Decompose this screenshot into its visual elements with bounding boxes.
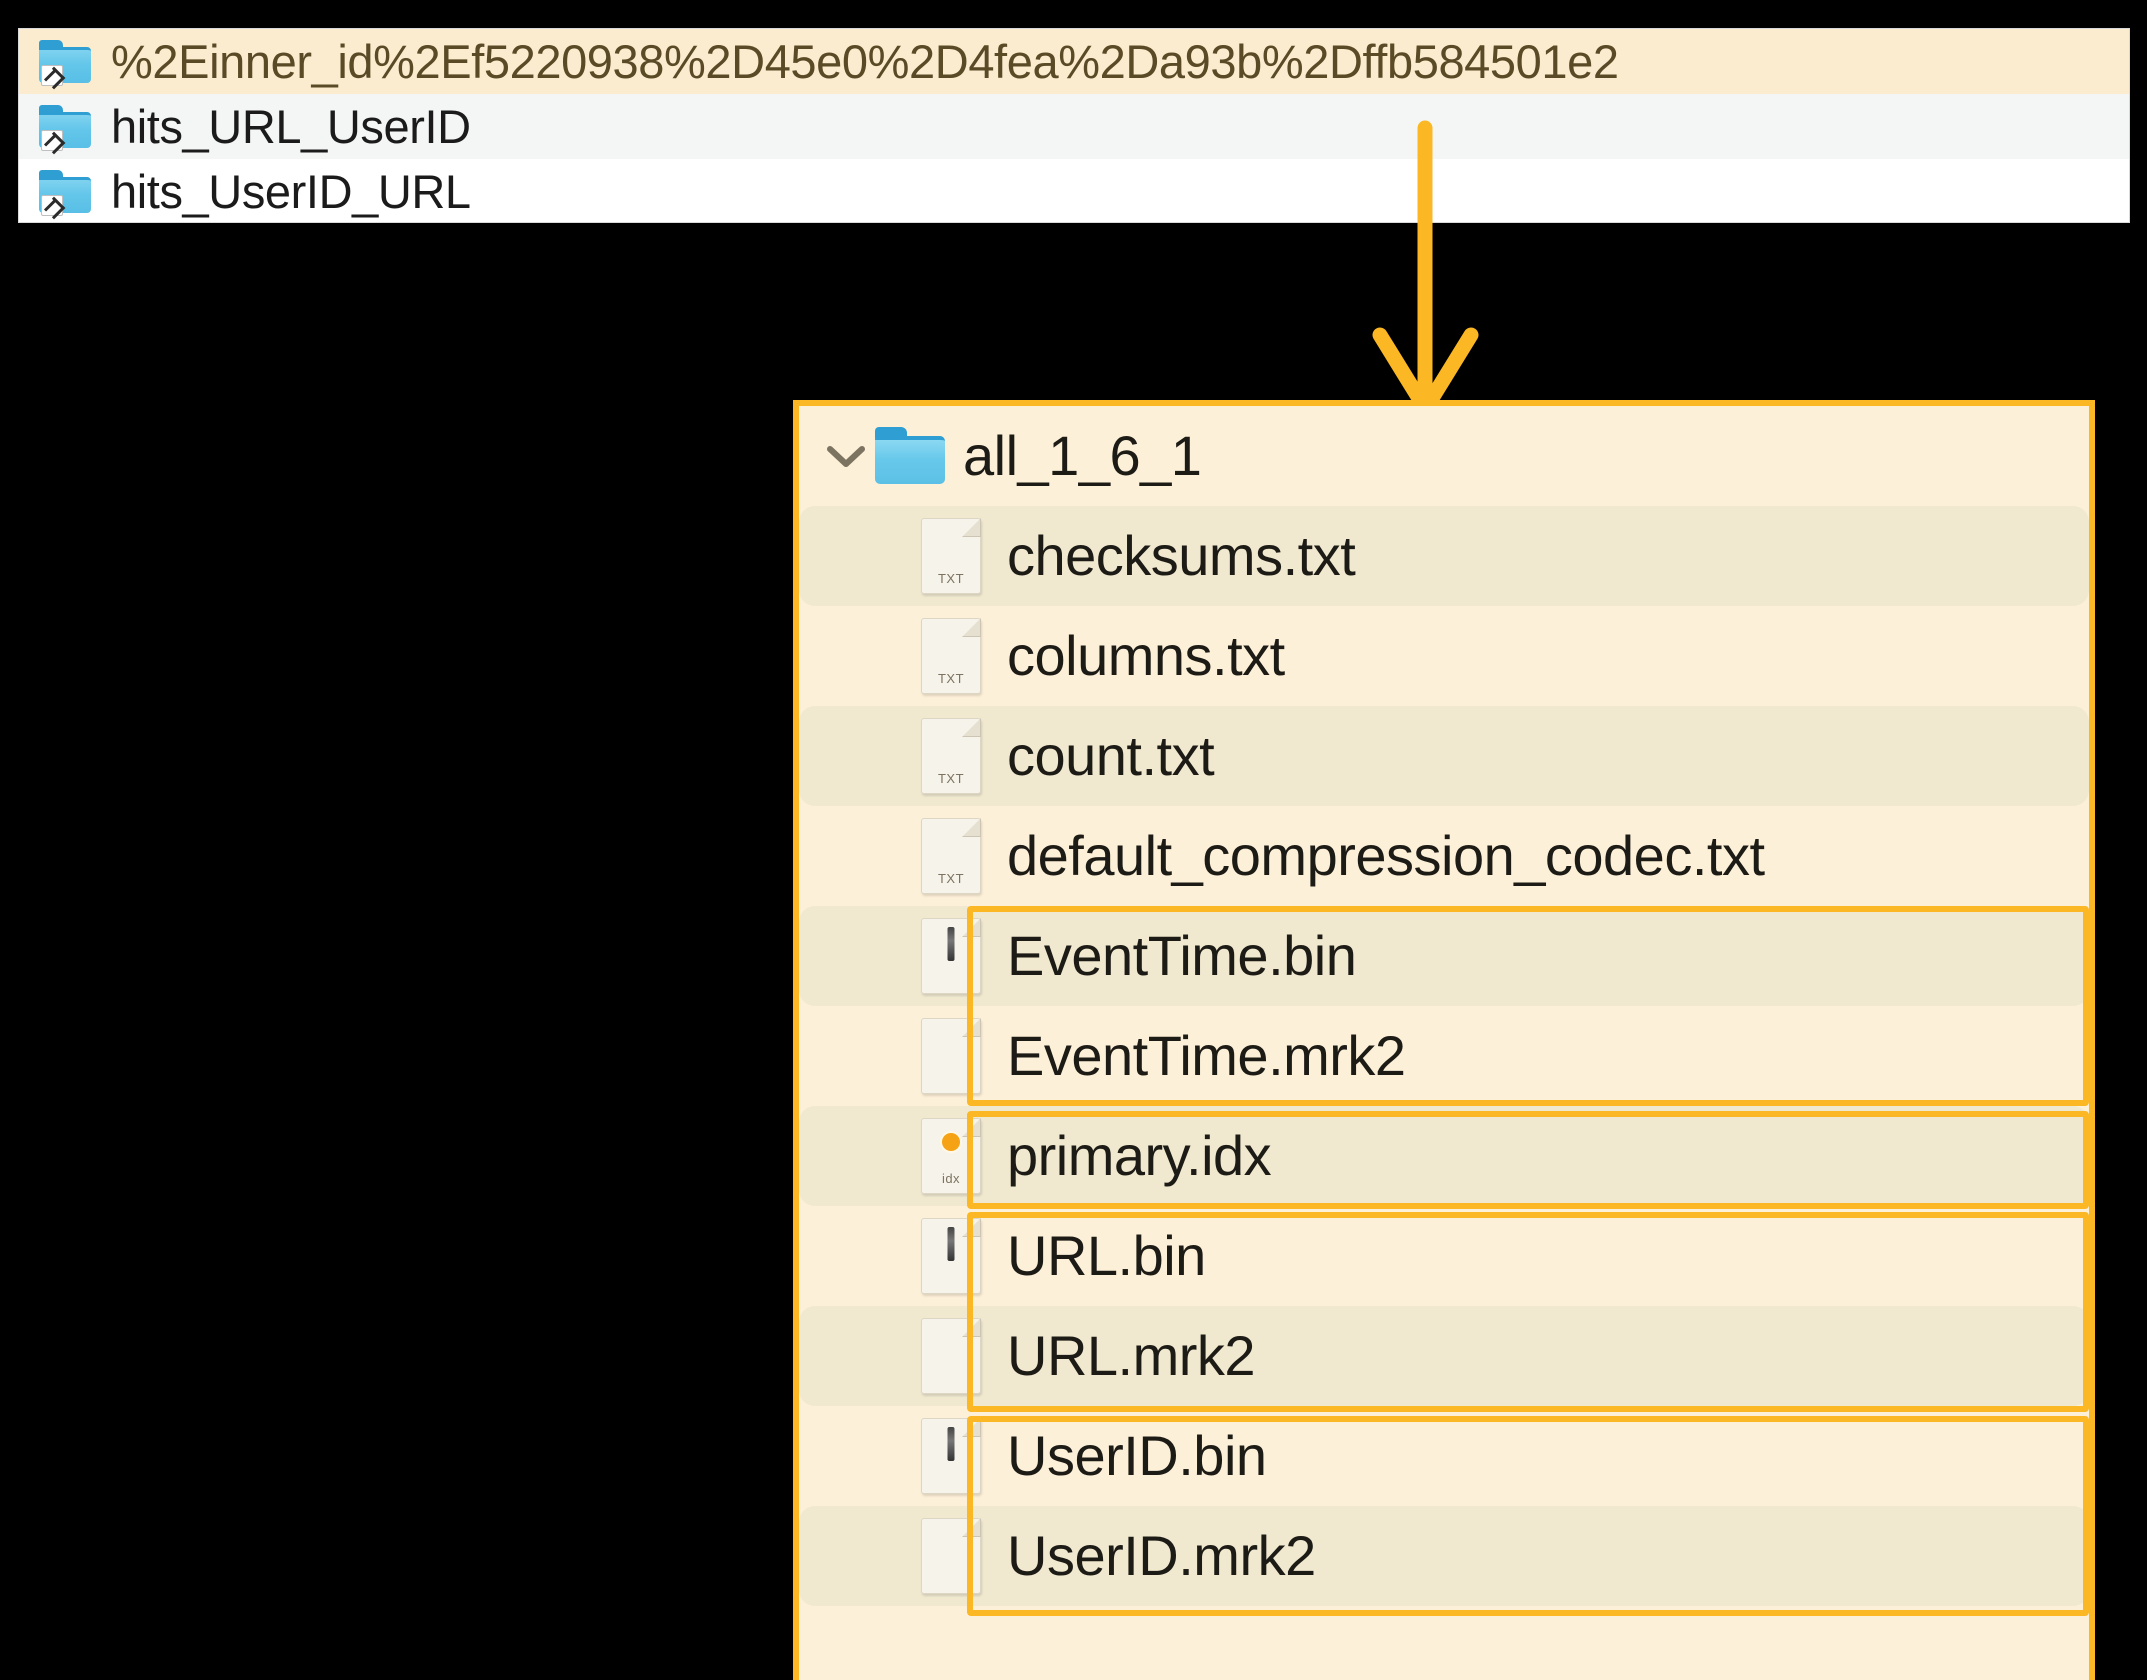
tree-file-row[interactable]: TXT checksums.txt [799,506,2089,606]
bin-file-icon [921,1418,981,1494]
txt-file-icon: TXT [921,618,981,694]
bin-file-icon [921,918,981,994]
tree-file-row[interactable]: idx primary.idx [799,1106,2089,1206]
file-name: default_compression_codec.txt [1007,824,1765,887]
txt-file-icon: TXT [921,718,981,794]
file-name: EventTime.mrk2 [1007,1024,1406,1087]
file-name: checksums.txt [1007,524,1356,587]
folder-shortcut-icon [39,39,93,86]
tree-folder-row[interactable]: all_1_6_1 [799,406,2089,506]
folder-shortcut-icon [39,169,93,216]
bin-file-icon [921,1218,981,1294]
mrk-file-icon [921,1018,981,1094]
txt-file-icon: TXT [921,818,981,894]
file-name: count.txt [1007,724,1215,787]
list-item-label: hits_UserID_URL [111,165,471,218]
tree-file-row[interactable]: UserID.bin [799,1406,2089,1506]
tree-file-row[interactable]: TXT columns.txt [799,606,2089,706]
list-item-label: hits_URL_UserID [111,100,471,153]
tree-file-row[interactable]: URL.mrk2 [799,1306,2089,1406]
idx-file-icon: idx [921,1118,981,1194]
down-arrow-icon [1372,120,1479,416]
tree-file-row[interactable]: EventTime.bin [799,906,2089,1006]
tree-file-row[interactable]: URL.bin [799,1206,2089,1306]
folder-shortcut-icon [39,104,93,151]
part-contents-panel: all_1_6_1 TXT checksums.txt TXT columns.… [793,400,2095,1680]
tree-file-row[interactable]: TXT default_compression_codec.txt [799,806,2089,906]
list-item[interactable]: %2Einner_id%2Ef5220938%2D45e0%2D4fea%2Da… [19,29,2129,94]
file-name: URL.bin [1007,1224,1206,1287]
file-name: primary.idx [1007,1124,1272,1187]
list-item[interactable]: hits_URL_UserID [19,94,2129,159]
tree-file-row[interactable]: TXT count.txt [799,706,2089,806]
tree-file-row[interactable]: UserID.mrk2 [799,1506,2089,1606]
folder-list[interactable]: %2Einner_id%2Ef5220938%2D45e0%2D4fea%2Da… [18,28,2130,223]
folder-icon [875,427,947,485]
mrk-file-icon [921,1318,981,1394]
file-name: UserID.mrk2 [1007,1524,1316,1587]
folder-name: all_1_6_1 [963,424,1202,487]
file-name: UserID.bin [1007,1424,1267,1487]
mrk-file-icon [921,1518,981,1594]
list-item-label: %2Einner_id%2Ef5220938%2D45e0%2D4fea%2Da… [111,35,1619,88]
file-name: URL.mrk2 [1007,1324,1256,1387]
txt-file-icon: TXT [921,518,981,594]
file-name: columns.txt [1007,624,1285,687]
file-name: EventTime.bin [1007,924,1357,987]
list-item[interactable]: hits_UserID_URL [19,159,2129,222]
chevron-down-icon[interactable] [817,441,875,471]
tree-file-row[interactable]: EventTime.mrk2 [799,1006,2089,1106]
